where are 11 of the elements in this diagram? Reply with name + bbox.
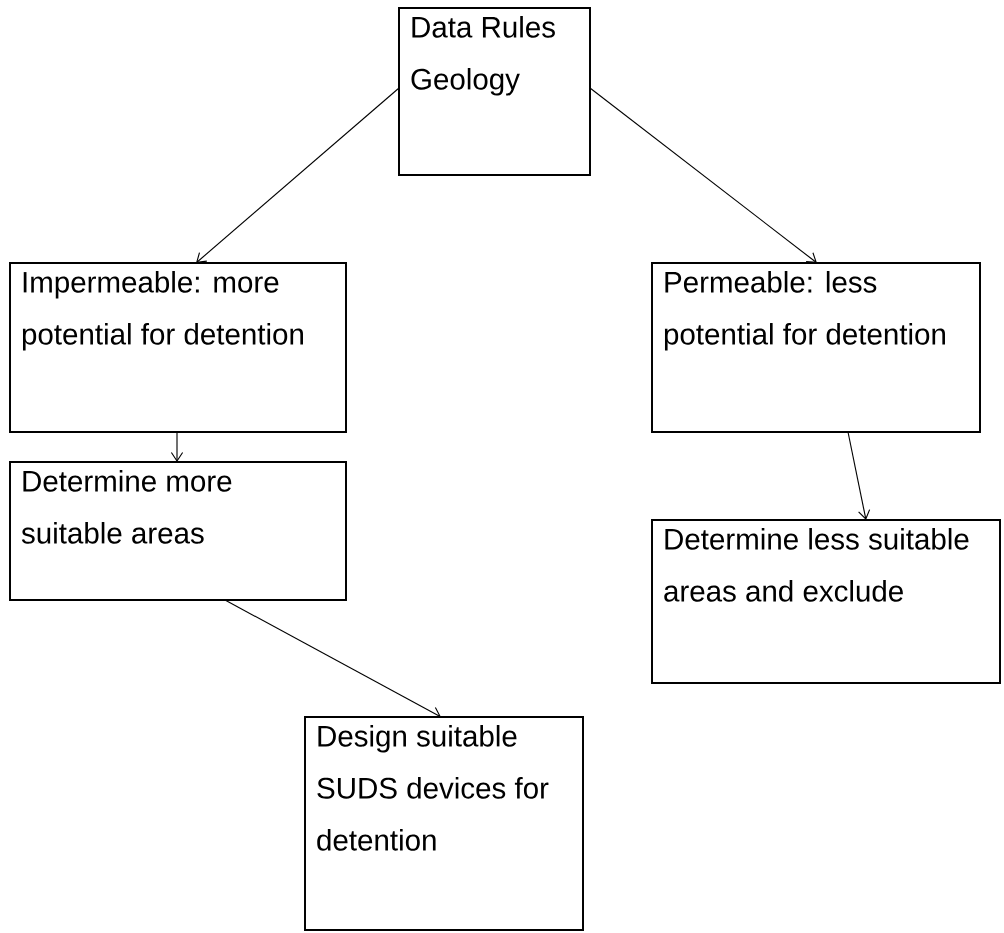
arrow [196, 87, 400, 263]
process-box: Permeable: less potential for detention [651, 262, 981, 433]
process-box: Determine less suitable areas and exclude [651, 519, 1001, 684]
process-box: Impermeable: more potential for detention [9, 262, 347, 433]
process-box: Determine more suitable areas [9, 461, 347, 601]
arrow [170, 431, 184, 462]
arrow [589, 87, 817, 263]
arrow [224, 599, 441, 718]
process-box: Design suitable SUDS devices for detention [304, 716, 584, 931]
arrow [847, 431, 871, 520]
process-box: Data Rules Geology [398, 7, 591, 176]
